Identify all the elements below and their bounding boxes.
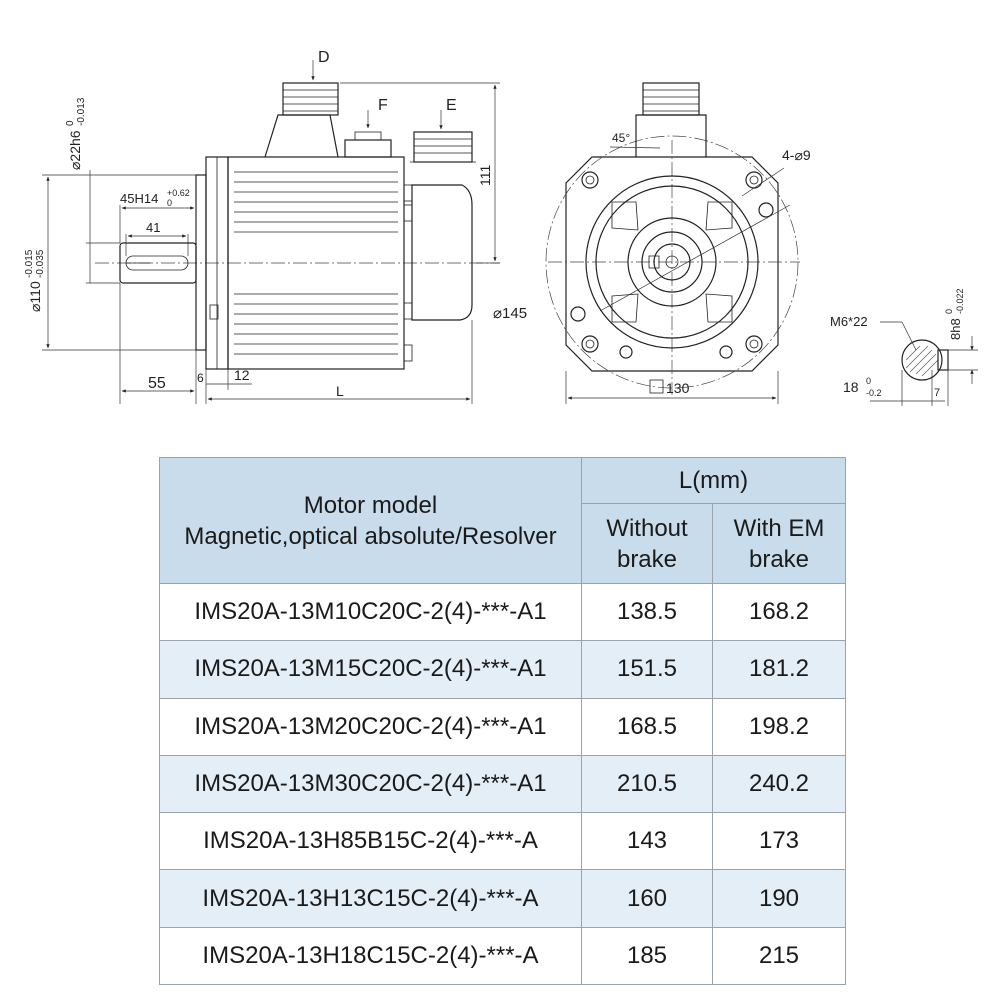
label-spigot-tol-upper: -0.015 [24, 249, 35, 278]
cell-without-brake: 185 [581, 926, 713, 986]
connector-f [344, 139, 392, 158]
label-key-depth-7: 7 [934, 387, 940, 399]
label-shaft-diameter: ⌀22h6 [67, 130, 83, 170]
label-holes-4x9: 4-⌀9 [782, 147, 811, 163]
cell-with-brake: 198.2 [711, 697, 847, 756]
cell-without-brake: 143 [581, 812, 713, 871]
cell-model: IMS20A-13H85B15C-2(4)-***-A [159, 812, 582, 871]
cell-without-brake: 151.5 [581, 640, 713, 699]
cell-with-brake: 168.2 [711, 582, 847, 642]
cell-model: IMS20A-13M15C20C-2(4)-***-A1 [159, 640, 582, 699]
cell-with-brake: 173 [711, 812, 847, 871]
cell-model: IMS20A-13M30C20C-2(4)-***-A1 [159, 754, 582, 814]
label-key-8h8: 8h8 [948, 318, 963, 340]
motor-spec-table: Motor model Magnetic,optical absolute/Re… [159, 457, 847, 986]
front-view: 130 45° 4-⌀9 ⌀145 [493, 82, 811, 404]
label-shaft-key-18: 18 [843, 379, 859, 395]
label-shaft-length: 55 [148, 375, 166, 392]
label-keyway-length: 41 [146, 220, 160, 235]
cell-with-brake: 181.2 [711, 640, 847, 699]
header-without-brake: Without brake [581, 503, 713, 584]
header-with-line1: With EM [733, 514, 825, 542]
table-row: IMS20A-13H85B15C-2(4)-***-A 143 173 [159, 812, 847, 871]
table-row: IMS20A-13M30C20C-2(4)-***-A1 210.5 240.2 [159, 754, 847, 814]
side-view: D F E 111 ⌀22h6 0 -0.013 ⌀110 -0.015 -0.… [24, 49, 500, 404]
label-square-130: 130 [666, 380, 690, 396]
cell-without-brake: 210.5 [581, 754, 713, 814]
label-height-111: 111 [477, 165, 493, 186]
header-without-line2: brake [616, 545, 678, 573]
motor-body [227, 156, 405, 370]
label-spigot-diameter: ⌀110 [27, 281, 43, 312]
label-shaft-diameter-tol-lower: -0.013 [76, 97, 87, 126]
cell-with-brake: 240.2 [711, 754, 847, 814]
table-row: IMS20A-13M10C20C-2(4)-***-A1 138.5 168.2 [159, 582, 847, 642]
label-shaft-key-tol-lower: -0.2 [866, 388, 882, 398]
mounting-holes [570, 171, 774, 359]
header-model-line1: Motor model [303, 491, 438, 519]
label-shaft-key-tol-upper: 0 [866, 376, 871, 386]
table-row: IMS20A-13M20C20C-2(4)-***-A1 168.5 198.2 [159, 697, 847, 756]
label-length-l: L [336, 383, 344, 399]
label-spigot-tol-lower: -0.035 [35, 249, 46, 278]
connector-e [413, 131, 473, 163]
header-model-line2: Magnetic,optical absolute/Resolver [184, 522, 557, 550]
table-row: IMS20A-13H13C15C-2(4)-***-A 160 190 [159, 869, 847, 928]
connector-d [282, 82, 339, 116]
label-flange-6: 6 [197, 371, 204, 385]
label-pcd-145: ⌀145 [493, 305, 527, 322]
cell-without-brake: 160 [581, 869, 713, 928]
label-key-tol-upper: 0 [944, 309, 954, 314]
label-thread-m6: M6*22 [830, 314, 868, 329]
label-connector-d: D [318, 49, 330, 66]
cell-model: IMS20A-13M10C20C-2(4)-***-A1 [159, 582, 582, 642]
label-shaft-diameter-tol-upper: 0 [65, 120, 76, 126]
header-without-line1: Without [606, 514, 688, 542]
shaft-end-detail: M6*22 8h8 0 -0.022 18 0 -0.2 7 [830, 288, 978, 406]
cell-without-brake: 168.5 [581, 697, 713, 756]
header-with-brake: With EM brake [711, 503, 847, 584]
label-flange-12: 12 [234, 367, 250, 383]
cell-without-brake: 138.5 [581, 582, 713, 642]
table-row: IMS20A-13M15C20C-2(4)-***-A1 151.5 181.2 [159, 640, 847, 699]
label-key-length-tol-upper: +0.62 [167, 188, 190, 198]
cell-with-brake: 215 [711, 926, 847, 986]
header-with-line2: brake [748, 545, 810, 573]
label-key-tol-lower: -0.022 [955, 288, 965, 314]
label-connector-e: E [446, 97, 457, 114]
header-length: L(mm) [580, 457, 847, 504]
cell-model: IMS20A-13H13C15C-2(4)-***-A [159, 869, 582, 928]
label-key-length-tol-lower: 0 [167, 198, 172, 208]
cell-model: IMS20A-13M20C20C-2(4)-***-A1 [159, 697, 582, 756]
cell-with-brake: 190 [711, 869, 847, 928]
motor-dimension-drawing: D F E 111 ⌀22h6 0 -0.013 ⌀110 -0.015 -0.… [24, 49, 978, 406]
label-key-length: 45H14 [120, 191, 158, 206]
header-motor-model: Motor model Magnetic,optical absolute/Re… [159, 457, 582, 584]
label-connector-f: F [378, 97, 388, 114]
cell-model: IMS20A-13H18C15C-2(4)-***-A [159, 926, 582, 986]
label-angle-45: 45° [612, 131, 630, 145]
table-row: IMS20A-13H18C15C-2(4)-***-A 185 215 [159, 926, 847, 986]
front-flange-square [565, 156, 779, 372]
